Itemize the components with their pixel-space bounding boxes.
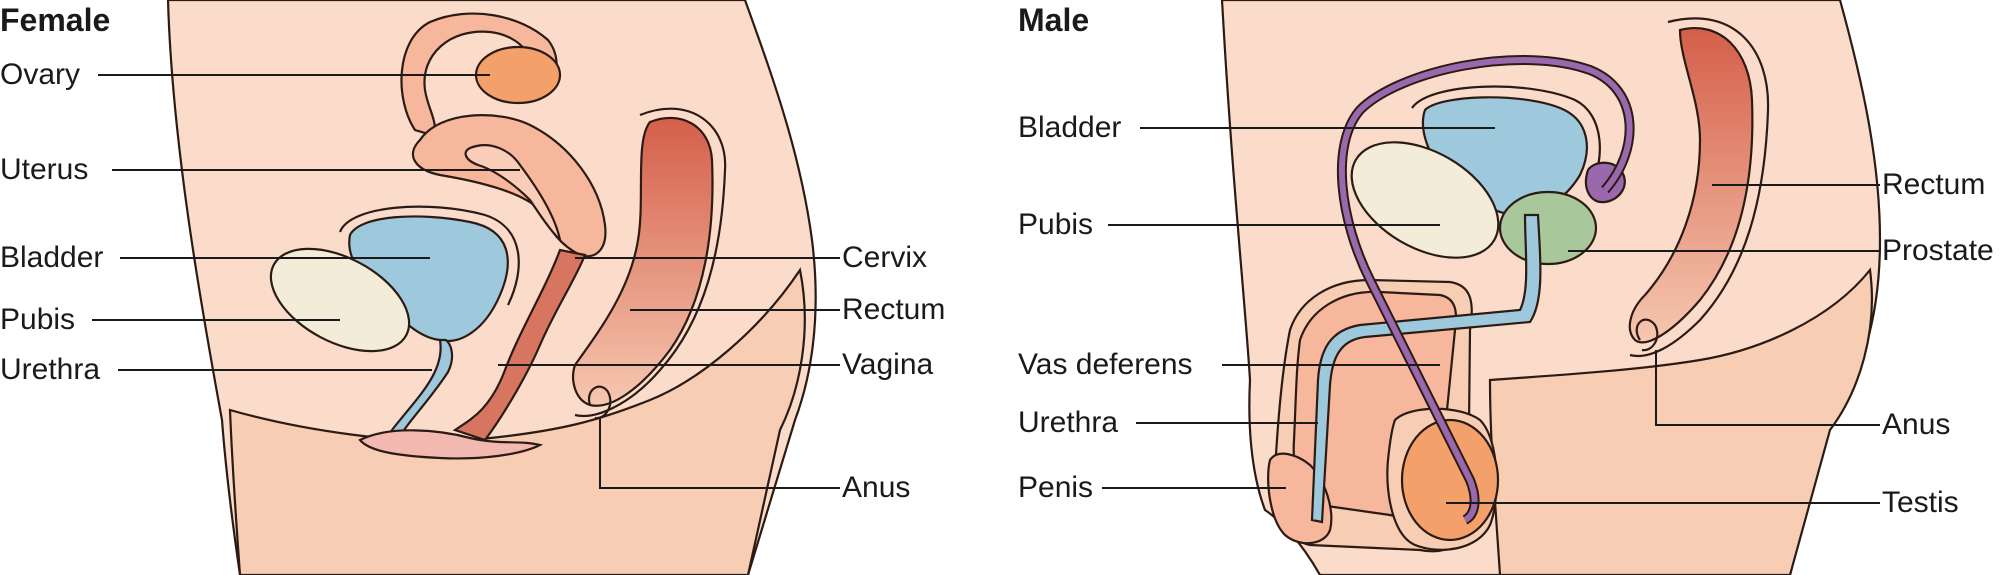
uterine-cavity <box>464 144 562 244</box>
label-anus-female: Anus <box>842 471 911 504</box>
label-prostate: Prostate <box>1882 234 1994 267</box>
label-vas-deferens: Vas deferens <box>1018 348 1193 381</box>
label-uterus: Uterus <box>0 153 89 186</box>
male-illustration <box>1220 0 1882 575</box>
leader-anus-m <box>1655 350 1880 426</box>
female-leader-lines <box>92 74 840 489</box>
male-anus-fold <box>1635 318 1659 352</box>
male-rectum-wall <box>1629 17 1770 358</box>
female-panel-title: Female <box>0 2 111 38</box>
vas-deferens-fill <box>1338 57 1633 523</box>
label-urethra-female: Urethra <box>0 353 101 386</box>
leader-anus-f <box>599 418 840 489</box>
label-ovary: Ovary <box>0 58 81 91</box>
label-bladder-male: Bladder <box>1018 111 1122 144</box>
male-leader-lines <box>1102 127 1880 504</box>
label-rectum-male: Rectum <box>1882 168 1986 201</box>
female-illustration <box>166 0 817 575</box>
label-penis: Penis <box>1018 471 1094 504</box>
female-bladder-wall <box>338 205 520 306</box>
label-bladder-female: Bladder <box>0 241 104 274</box>
male-rectum <box>1628 27 1754 344</box>
label-pubis-male: Pubis <box>1018 208 1094 241</box>
female-anus-fold <box>587 385 612 420</box>
male-panel-title: Male <box>1018 2 1090 38</box>
label-anus-male: Anus <box>1882 408 1951 441</box>
male-thigh-shade <box>1488 267 1873 575</box>
label-rectum-female: Rectum <box>842 293 946 326</box>
male-bladder-wall <box>1411 85 1601 191</box>
label-testis: Testis <box>1882 486 1959 519</box>
male-pubis <box>1350 141 1500 259</box>
label-pubis-female: Pubis <box>0 303 76 336</box>
female-pubis <box>269 247 411 353</box>
label-urethra-male: Urethra <box>1018 406 1119 439</box>
female-rectum-wall <box>574 107 727 417</box>
female-rectum <box>572 116 714 407</box>
label-vagina: Vagina <box>842 348 934 381</box>
label-cervix: Cervix <box>842 241 928 274</box>
male-urethra <box>1310 213 1542 524</box>
vulva <box>358 429 544 460</box>
prostate <box>1498 190 1598 266</box>
